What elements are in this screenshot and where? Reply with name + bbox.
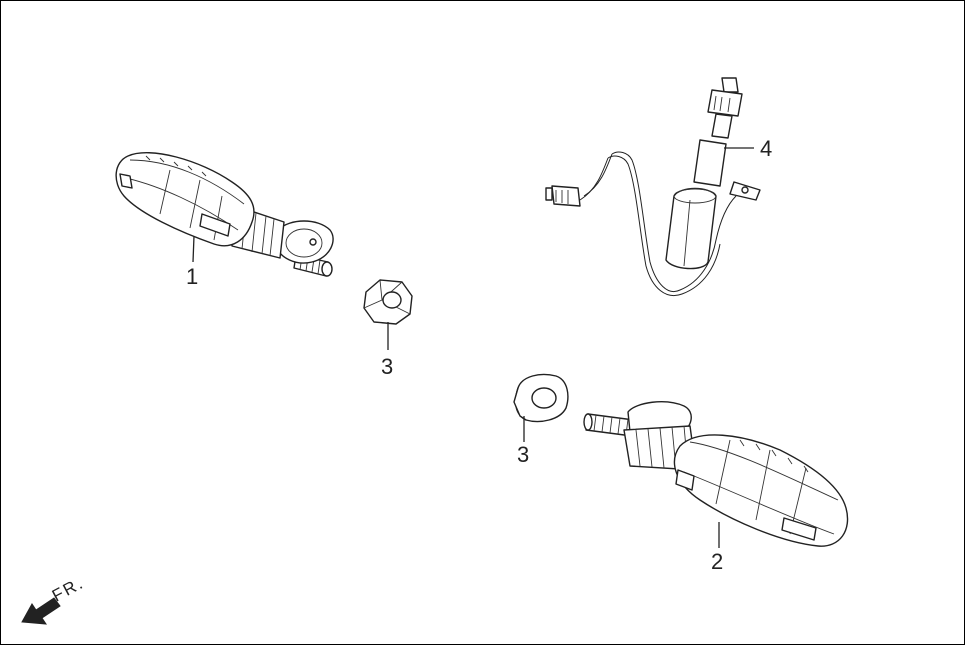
front-direction-label: FR. (49, 573, 87, 605)
turn-signal-left (115, 152, 334, 277)
flange-nut-upper (363, 279, 413, 350)
relay-harness (545, 77, 761, 296)
callout-label-1: 1 (186, 264, 198, 289)
turn-signal-right (583, 401, 849, 548)
lens-housing-right (673, 434, 849, 547)
front-arrow-icon (21, 597, 61, 625)
callout-label-4: 4 (760, 136, 772, 161)
callout-label-2: 2 (711, 549, 723, 574)
leader-line-1 (192, 235, 195, 263)
callout-label-3-lower: 3 (517, 442, 529, 467)
flange-left (275, 220, 334, 264)
callout-label-3-upper: 3 (381, 354, 393, 379)
flange-nut-lower (513, 373, 569, 442)
